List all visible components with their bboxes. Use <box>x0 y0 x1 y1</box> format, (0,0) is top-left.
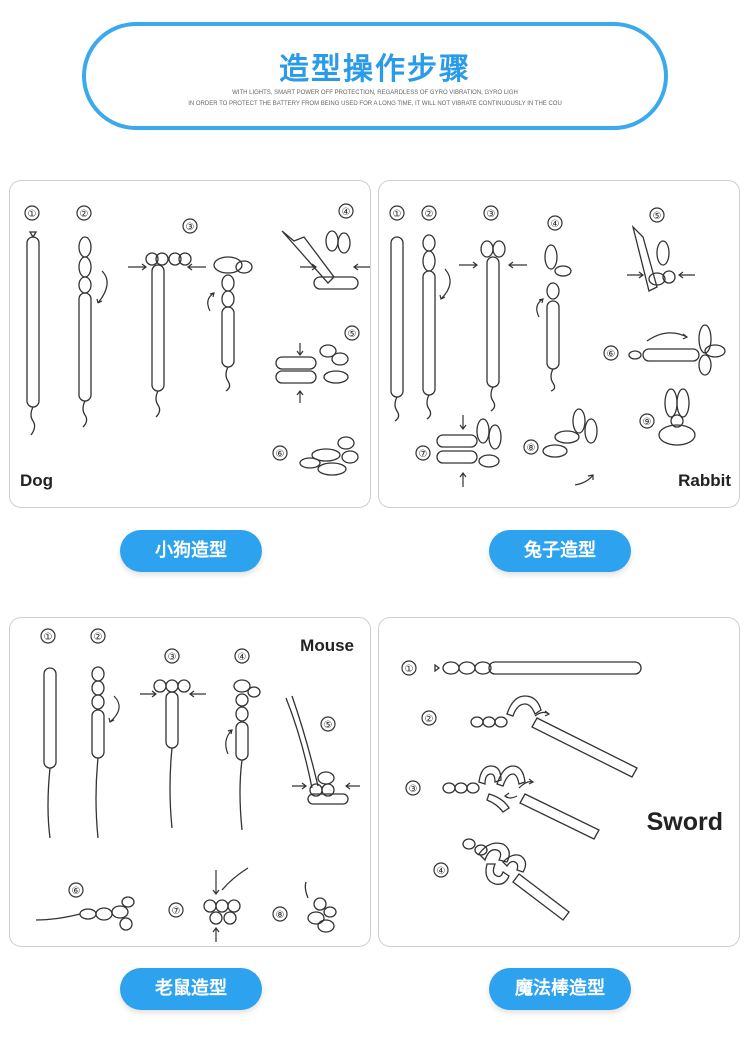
dog-step-2-number: ② <box>76 205 92 221</box>
rabbit-step-5-number: ⑤ <box>649 207 665 223</box>
svg-text:⑤: ⑤ <box>653 211 662 222</box>
svg-text:①: ① <box>28 209 37 220</box>
svg-text:③: ③ <box>168 652 177 663</box>
svg-text:⑧: ⑧ <box>527 443 536 454</box>
svg-text:①: ① <box>393 209 402 220</box>
mouse-caption-pill: 老鼠造型 <box>120 968 262 1010</box>
svg-text:②: ② <box>80 209 89 220</box>
svg-text:③: ③ <box>487 209 496 220</box>
sword-steps-illustration: ① ② ③ ④ <box>401 660 642 921</box>
svg-text:③: ③ <box>409 784 418 795</box>
svg-text:⑥: ⑥ <box>276 449 285 460</box>
rabbit-step-3-number: ③ <box>483 205 499 221</box>
rabbit-step-9-number: ⑨ <box>639 413 655 429</box>
svg-text:②: ② <box>94 632 103 643</box>
rabbit-label: Rabbit <box>678 471 731 490</box>
header-subtitle-line2: IN ORDER TO PROTECT THE BATTERY FROM BEI… <box>188 101 562 107</box>
svg-text:④: ④ <box>437 866 446 877</box>
header-subtitle-line1: WITH LIGHTS, SMART POWER OFF PROTECTION,… <box>232 90 518 96</box>
dog-step-5-number: ⑤ <box>344 325 360 341</box>
mouse-step-2-number: ② <box>90 628 106 644</box>
sword-label: Sword <box>646 808 723 836</box>
header-banner: 造型操作步骤 WITH LIGHTS, SMART POWER OFF PROT… <box>82 22 668 130</box>
sword-step-4-number: ④ <box>433 862 449 878</box>
mouse-panel: ① ② ③ ④ ⑤ <box>9 617 371 947</box>
svg-text:①: ① <box>44 632 53 643</box>
svg-text:④: ④ <box>238 652 247 663</box>
mouse-step-7-number: ⑦ <box>168 902 184 918</box>
svg-text:⑥: ⑥ <box>72 886 81 897</box>
svg-text:⑤: ⑤ <box>348 329 357 340</box>
rabbit-step-8-number: ⑧ <box>523 439 539 455</box>
svg-text:③: ③ <box>186 222 195 233</box>
svg-text:⑤: ⑤ <box>324 720 333 731</box>
dog-step-3-number: ③ <box>182 218 198 234</box>
sword-step-1-number: ① <box>401 660 417 676</box>
svg-text:①: ① <box>405 664 414 675</box>
dog-step-1-number: ① <box>24 205 40 221</box>
dog-label: Dog <box>20 471 54 490</box>
mouse-step-5-number: ⑤ <box>320 716 336 732</box>
svg-text:⑥: ⑥ <box>607 349 616 360</box>
dog-step-4-number: ④ <box>338 203 354 219</box>
dog-step-6-number: ⑥ <box>272 445 288 461</box>
page-title: 造型操作步骤 <box>279 52 471 87</box>
rabbit-step-1-number: ① <box>389 205 405 221</box>
mouse-step-6-number: ⑥ <box>68 882 84 898</box>
dog-step-1-balloon <box>26 236 40 408</box>
svg-text:⑨: ⑨ <box>643 417 652 428</box>
svg-text:④: ④ <box>342 207 351 218</box>
sword-panel: ① ② ③ ④ Sword <box>378 617 740 947</box>
dog-step-2-balloon <box>78 292 92 402</box>
dog-panel: ① ② ③ ④ ⑤ <box>9 180 371 508</box>
mouse-step-1-number: ① <box>40 628 56 644</box>
rabbit-step-7-number: ⑦ <box>415 445 431 461</box>
rabbit-step-6-number: ⑥ <box>603 345 619 361</box>
sword-step-3-number: ③ <box>405 780 421 796</box>
svg-text:⑦: ⑦ <box>419 449 428 460</box>
mouse-step-8-number: ⑧ <box>272 906 288 922</box>
dog-steps-illustration: ① ② ③ ④ ⑤ <box>24 203 370 476</box>
mouse-label: Mouse <box>300 636 354 655</box>
rabbit-panel: ① ② ③ ④ ⑤ ⑥ <box>378 180 740 508</box>
dog-caption-pill: 小狗造型 <box>120 530 262 572</box>
svg-text:⑦: ⑦ <box>172 906 181 917</box>
svg-text:②: ② <box>425 209 434 220</box>
sword-step-2-number: ② <box>421 710 437 726</box>
mouse-step-4-number: ④ <box>234 648 250 664</box>
sword-caption-pill: 魔法棒造型 <box>489 968 631 1010</box>
rabbit-step-4-number: ④ <box>547 215 563 231</box>
mouse-step-3-number: ③ <box>164 648 180 664</box>
svg-text:④: ④ <box>551 219 560 230</box>
svg-text:⑧: ⑧ <box>276 910 285 921</box>
rabbit-steps-illustration: ① ② ③ ④ ⑤ ⑥ <box>389 205 726 487</box>
svg-text:②: ② <box>425 714 434 725</box>
rabbit-caption-pill: 兔子造型 <box>489 530 631 572</box>
rabbit-step-2-number: ② <box>421 205 437 221</box>
mouse-steps-illustration: ① ② ③ ④ ⑤ <box>35 628 360 942</box>
